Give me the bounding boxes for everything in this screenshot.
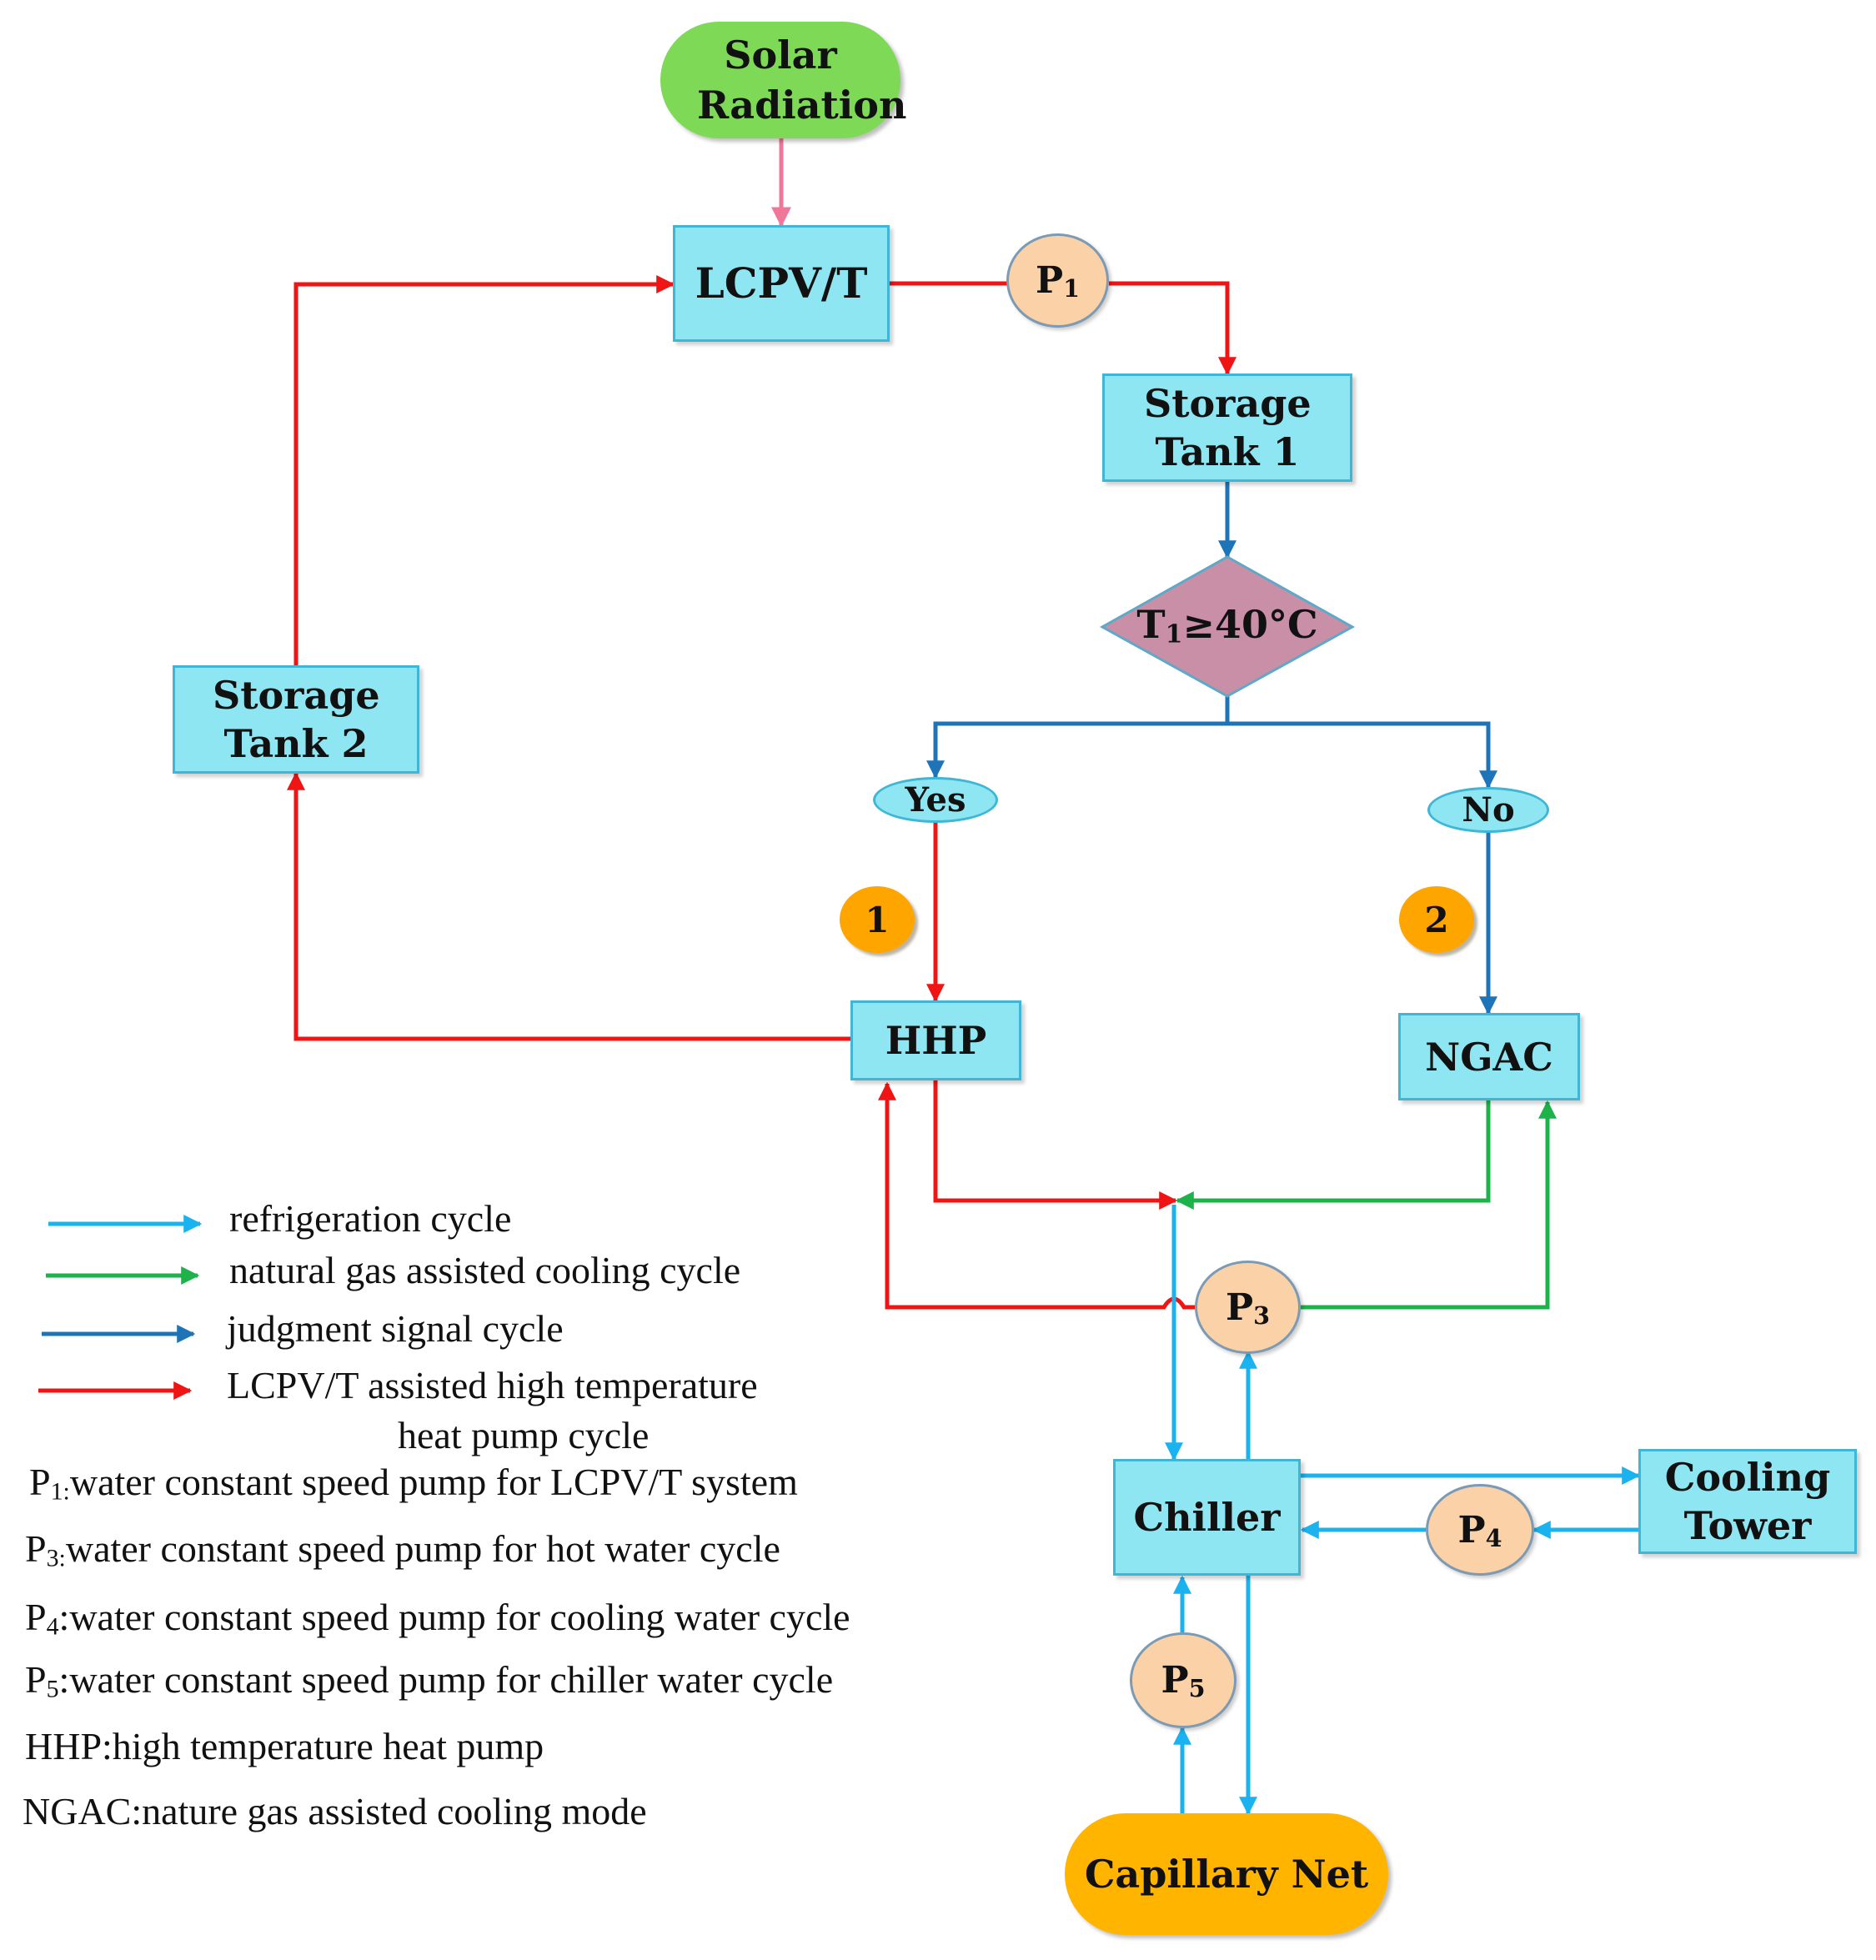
pump-p4-label: P4 <box>1457 1508 1502 1552</box>
storage-tank-2-box: Storage Tank 2 <box>173 665 419 774</box>
decision-diamond <box>1099 555 1356 698</box>
pump-p4: P4 <box>1426 1484 1534 1576</box>
pump-p3: P3 <box>1195 1261 1301 1354</box>
arrow-ngac-to-junction <box>1175 1100 1491 1210</box>
definition-ngac: NGAC:nature gas assisted cooling mode <box>23 1790 647 1832</box>
lcpvt-box: LCPV/T <box>673 225 890 342</box>
definition-p3: P3:water constant speed pump for hot wat… <box>25 1527 780 1572</box>
mode-badge-1: 1 <box>840 886 915 953</box>
legend-refrigeration-label: refrigeration cycle <box>229 1197 512 1240</box>
legend-judgment-label: judgment signal cycle <box>227 1307 564 1350</box>
decision-label: T1≥40°C <box>1136 602 1318 649</box>
legend-natural-gas-label: natural gas assisted cooling cycle <box>229 1249 741 1291</box>
storage-tank-1-box: Storage Tank 1 <box>1102 373 1352 482</box>
no-oval: No <box>1427 787 1549 833</box>
cooling-tower-box: Cooling Tower <box>1638 1449 1857 1554</box>
arrow-p3-to-ngac <box>1301 1100 1557 1310</box>
arrow-hhp-to-tank2 <box>287 771 850 1041</box>
pump-p5: P5 <box>1130 1632 1236 1728</box>
hhp-box: HHP <box>850 1000 1021 1080</box>
ngac-box: NGAC <box>1398 1013 1580 1100</box>
arrow-tank2-to-lcpvt <box>293 275 675 665</box>
arrow-decision-to-yes <box>926 696 1230 779</box>
definition-p4: P4:water constant speed pump for cooling… <box>25 1596 850 1641</box>
pump-p1-label: P1 <box>1036 259 1080 303</box>
pump-p3-label: P3 <box>1226 1286 1270 1330</box>
pump-p5-label: P5 <box>1161 1659 1206 1703</box>
arrow-hhp-to-junction <box>933 1080 1178 1210</box>
capillary-net-node: Capillary Net <box>1065 1813 1388 1935</box>
arrow-p1-to-tank1 <box>1109 281 1236 376</box>
legend-lcpvt-label-line1: LCPV/T assisted high temperature <box>227 1364 758 1406</box>
chiller-box: Chiller <box>1113 1459 1301 1576</box>
yes-oval: Yes <box>873 777 998 823</box>
mode-badge-2: 2 <box>1399 886 1474 953</box>
definition-hhp: HHP:high temperature heat pump <box>25 1725 544 1767</box>
solar-radiation-node: Solar Radiation <box>660 22 906 138</box>
pump-p1: P1 <box>1006 233 1109 328</box>
legend-lcpvt-label-line2: heat pump cycle <box>398 1414 650 1456</box>
definition-p5: P5:water constant speed pump for chiller… <box>25 1658 834 1703</box>
definition-p1: P1:water constant speed pump for LCPV/T … <box>29 1461 798 1506</box>
arrow-decision-to-no <box>1227 721 1497 790</box>
arrow-p3-to-hhp <box>878 1081 1195 1310</box>
